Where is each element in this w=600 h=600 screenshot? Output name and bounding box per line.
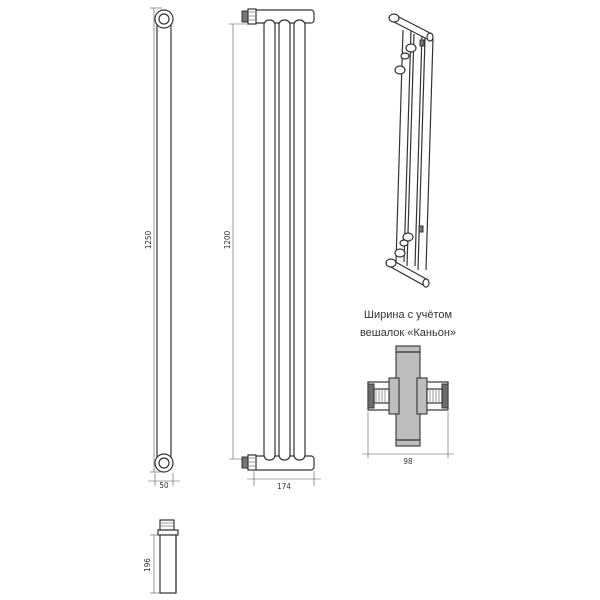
front-view: 1250 50 [144, 7, 180, 490]
hanger-top [405, 39, 425, 53]
right-hanger [426, 383, 449, 409]
hanger-upper [394, 52, 410, 75]
detail-tube [395, 345, 421, 447]
isometric-view [385, 13, 434, 288]
hanger-bottom [394, 239, 409, 258]
bottom-fitting [154, 453, 174, 473]
caption-line-1: Ширина с учётом [364, 309, 452, 321]
caption-line-2: вешалок «Каньон» [360, 327, 456, 339]
bottom-valve [241, 454, 257, 471]
front-width-label: 50 [159, 481, 169, 490]
detail-view: 98 [362, 345, 454, 466]
bottom-view: 196 [143, 519, 179, 594]
detail-width-label: 98 [403, 457, 413, 466]
bottom-height-label: 196 [143, 558, 152, 572]
side-view: 1200 174 [223, 8, 321, 491]
left-hanger [367, 383, 390, 409]
top-valve [241, 8, 257, 25]
hanger-lower [402, 225, 424, 242]
front-height-label: 1250 [144, 230, 153, 249]
side-width-label: 174 [277, 482, 291, 491]
side-height-label: 1200 [223, 230, 232, 249]
top-fitting [154, 9, 174, 29]
